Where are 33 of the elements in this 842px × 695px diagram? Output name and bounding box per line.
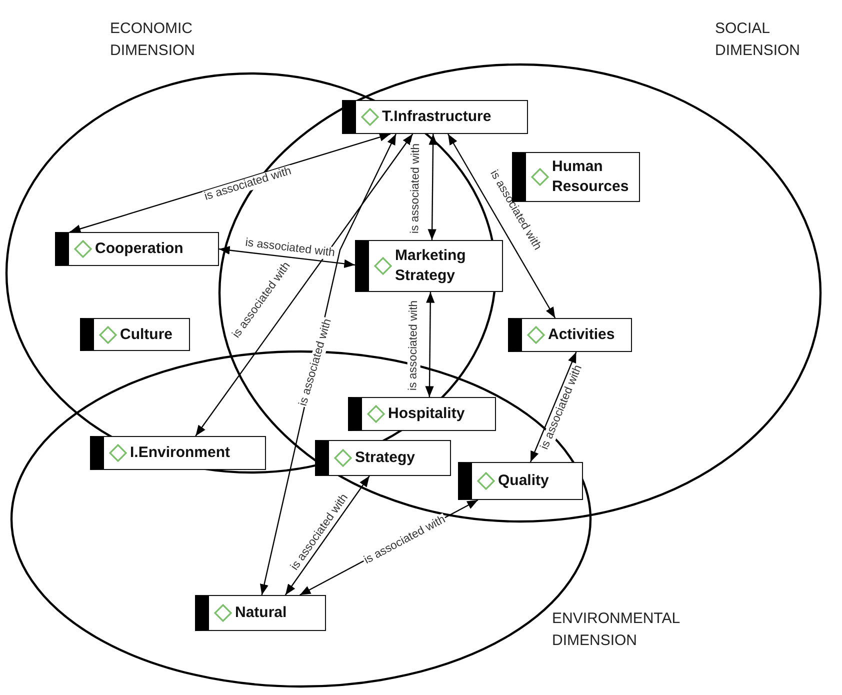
entity-box [508, 318, 632, 352]
entity-box [195, 595, 326, 631]
box-label: Culture [120, 324, 172, 344]
arrow [70, 133, 391, 233]
arrow [218, 246, 356, 268]
arrow [425, 292, 435, 397]
dimension-heading: ENVIRONMENTAL DIMENSION [552, 609, 681, 651]
dimension-heading: ECONOMIC DIMENSION [110, 19, 196, 61]
arrow [195, 134, 414, 436]
entity-box [355, 240, 503, 292]
entity-box [315, 440, 451, 476]
box-label: Strategy [355, 448, 416, 468]
edge-label: is associated with [244, 236, 337, 260]
box-label: T.Infrastructure [382, 107, 492, 127]
box-label: Cooperation [95, 239, 184, 259]
arrow [448, 134, 556, 318]
entity-box [348, 397, 496, 431]
box-label: Marketing Strategy [395, 246, 467, 286]
arrow [530, 352, 577, 462]
box-label: Natural [235, 603, 287, 623]
arrow [428, 134, 438, 240]
entity-box [90, 436, 266, 470]
box-label: Human Resources [552, 157, 630, 197]
box-label: Hospitality [388, 404, 465, 424]
box-label: Quality [498, 471, 549, 491]
entity-box [458, 462, 583, 500]
edge-label: is associated with [407, 298, 422, 392]
box-label: Activities [548, 325, 615, 345]
dimension-heading: SOCIAL DIMENSION [715, 19, 802, 61]
entity-box [55, 232, 219, 266]
entity-box [80, 318, 190, 351]
arrow [284, 476, 370, 596]
box-label: I.Environment [130, 443, 230, 463]
